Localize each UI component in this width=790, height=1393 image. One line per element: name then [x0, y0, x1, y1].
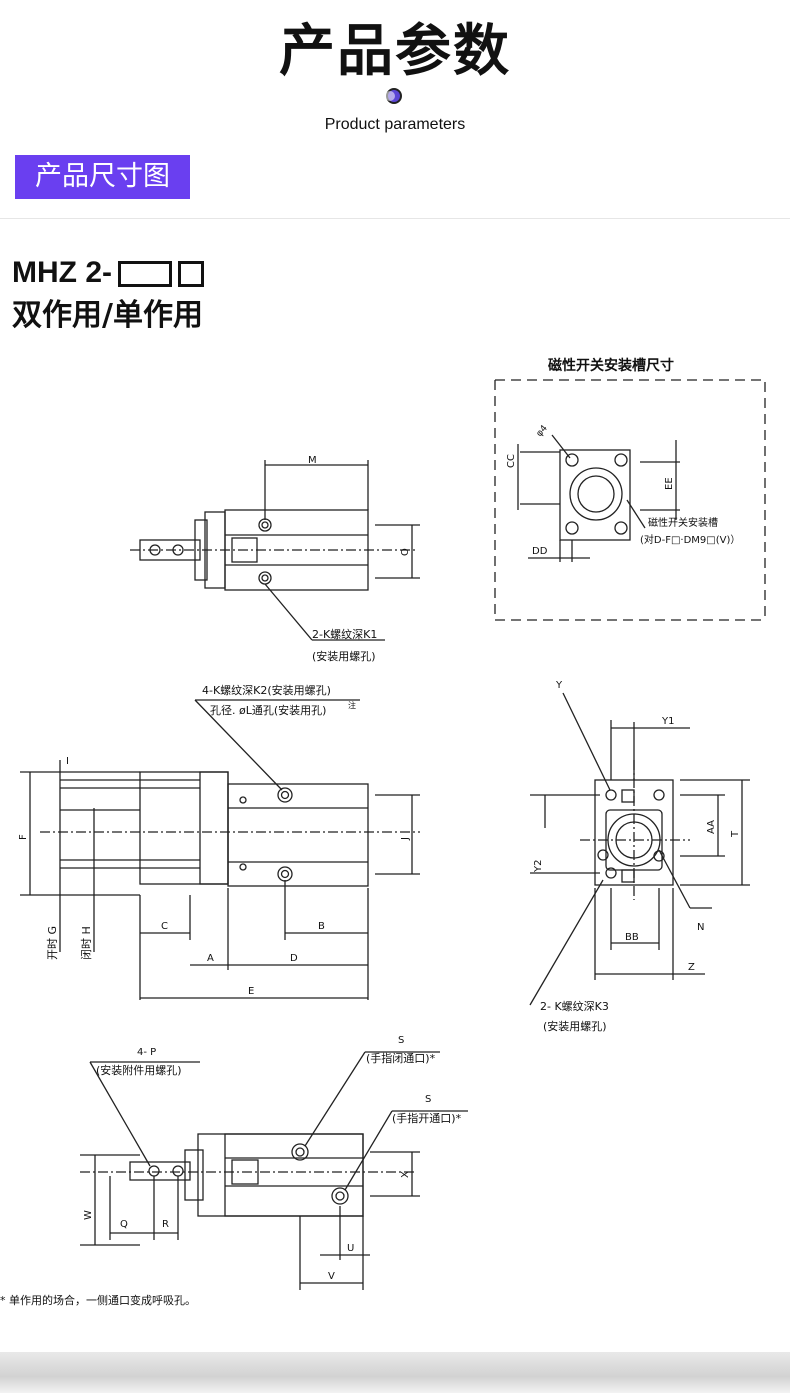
label-f: F [18, 834, 29, 840]
model-code-text: MHZ 2- [12, 256, 112, 289]
model-code: MHZ 2- [12, 256, 204, 290]
label-k1: 2-K螺纹深K1 [312, 627, 377, 641]
switch-slot-note: (对D-F□·DM9□(V)） [640, 533, 740, 546]
switch-panel-title: 磁性开关安装槽尺寸 [548, 357, 674, 374]
bottom-shadow-bar [0, 1352, 790, 1393]
label-o: O [400, 548, 411, 556]
label-bb: BB [625, 932, 639, 943]
label-p: 4- P [137, 1047, 156, 1058]
label-k2: 4-K螺纹深K2(安装用螺孔) [202, 683, 331, 697]
label-t: T [730, 830, 741, 838]
label-z: Z [688, 962, 695, 973]
model-placeholder-box [118, 261, 172, 288]
label-h: 闭时 H [80, 926, 93, 960]
label-ee: EE [664, 477, 675, 490]
label-p-note: (安装附件用螺孔) [96, 1063, 182, 1077]
label-s-open: S [425, 1094, 431, 1105]
label-k1-note: (安装用螺孔) [312, 649, 376, 663]
label-cc: CC [506, 454, 517, 468]
label-m: M [308, 455, 317, 466]
label-y: Y [555, 680, 563, 691]
label-c: C [161, 921, 168, 932]
label-y2: Y2 [533, 860, 544, 873]
title-dot-icon [385, 88, 402, 104]
label-b: B [318, 921, 325, 932]
divider [0, 218, 790, 219]
model-placeholder-box-small [178, 261, 204, 288]
page-title: 产品参数 [279, 19, 511, 84]
label-r: R [162, 1219, 169, 1230]
label-s-close: S [398, 1035, 404, 1046]
label-i: I [66, 756, 69, 767]
label-w: W [83, 1210, 94, 1220]
label-u: U [347, 1243, 354, 1254]
model-type: 双作用/单作用 [12, 298, 203, 333]
label-s-open-note: (手指开通口)* [392, 1111, 462, 1125]
label-x: X [400, 1171, 411, 1178]
label-aa: AA [706, 820, 717, 834]
label-k3-note: (安装用螺孔) [543, 1019, 607, 1033]
label-s-close-note: (手指闭通口)* [366, 1051, 436, 1065]
section-tag: 产品尺寸图 [15, 155, 190, 199]
footnote: * 单作用的场合，一侧通口变成呼吸孔。 [0, 1293, 196, 1307]
label-g: 开时 G [46, 926, 59, 960]
label-phi4: φ4 [535, 423, 550, 439]
label-l-hole: 孔径. øL通孔(安装用孔) [210, 703, 326, 717]
label-note-mark: 注 [348, 700, 356, 710]
label-d: D [290, 953, 298, 964]
label-q: Q [120, 1219, 128, 1230]
page-subtitle: Product parameters [324, 116, 466, 133]
label-a: A [207, 953, 214, 964]
dimension-drawing: M O 2-K螺纹深K1 (安装用螺孔) 磁性开关安装槽尺寸 φ4 CC EE … [0, 357, 766, 1307]
switch-slot-label: 磁性开关安装槽 [648, 516, 718, 529]
label-dd: DD [532, 546, 548, 557]
label-e: E [248, 986, 254, 997]
label-j: J [400, 837, 411, 841]
label-y1: Y1 [661, 716, 674, 727]
label-k3: 2- K螺纹深K3 [540, 999, 609, 1013]
label-v: V [328, 1271, 335, 1282]
label-n: N [697, 922, 704, 933]
